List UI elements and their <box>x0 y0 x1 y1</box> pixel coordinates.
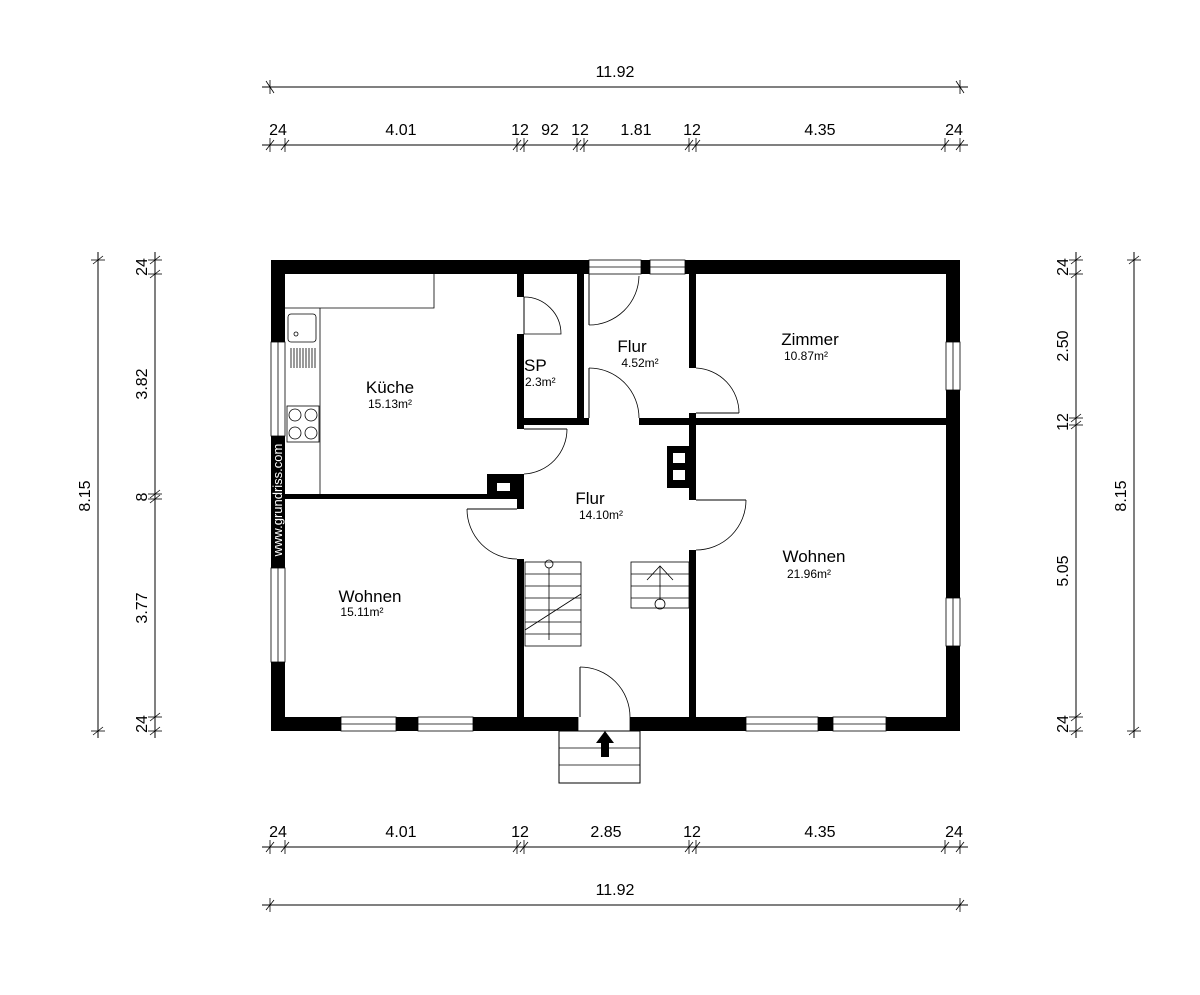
right-seg-2: 12 <box>1055 413 1072 431</box>
top-dimension-segments: 24 4.01 12 92 12 1.81 12 4.35 24 <box>262 122 968 152</box>
room-wohnen-left-area: 15.11m² <box>340 605 383 619</box>
right-seg-1: 2.50 <box>1055 330 1072 361</box>
kitchen-counter <box>285 274 435 494</box>
room-flur-upper: Flur 4.52m² <box>617 337 658 370</box>
bottom-total-label: 11.92 <box>596 882 635 899</box>
entrance-steps <box>558 730 641 784</box>
room-wohnen-right-name: Wohnen <box>782 547 845 566</box>
top-seg-3: 92 <box>541 122 559 139</box>
top-seg-2: 12 <box>511 122 529 139</box>
top-seg-6: 12 <box>683 122 701 139</box>
room-zimmer-area: 10.87m² <box>784 349 828 363</box>
room-kueche: Küche 15.13m² <box>366 378 414 411</box>
bottom-seg-2: 12 <box>511 824 529 841</box>
room-wohnen-left-name: Wohnen <box>338 587 401 606</box>
room-flur-upper-area: 4.52m² <box>621 356 658 370</box>
door-wohnen-left <box>466 508 524 560</box>
room-zimmer: Zimmer 10.87m² <box>781 330 839 363</box>
top-seg-8: 24 <box>945 122 963 139</box>
room-flur-main-area: 14.10m² <box>579 508 623 522</box>
room-sp-name: SP <box>524 356 547 375</box>
room-sp-area: 2.3m² <box>525 375 556 389</box>
top-dimension-total: 11.92 <box>262 64 968 94</box>
sink-icon <box>287 313 317 368</box>
stairs-down <box>524 559 582 647</box>
room-wohnen-left: Wohnen 15.11m² <box>338 587 401 619</box>
stairs-up <box>630 561 690 610</box>
bottom-seg-4: 12 <box>683 824 701 841</box>
room-kueche-name: Küche <box>366 378 414 397</box>
window-right-zimmer <box>945 341 961 391</box>
room-wohnen-right: Wohnen 21.96m² <box>782 547 845 581</box>
door-flur-upper-bottom <box>588 367 640 425</box>
top-seg-0: 24 <box>269 122 287 139</box>
bottom-dimension-total: 11.92 <box>262 882 968 912</box>
right-dimension-segments: 24 2.50 12 5.05 24 <box>1055 252 1083 738</box>
room-kueche-area: 15.13m² <box>368 397 412 411</box>
door-zimmer <box>689 367 740 414</box>
left-seg-0: 24 <box>134 258 151 276</box>
window-bottom-3 <box>745 716 819 732</box>
left-seg-2: 8 <box>134 492 151 501</box>
window-left-kueche <box>270 341 286 437</box>
stove-icon <box>286 405 320 443</box>
right-seg-4: 24 <box>1055 715 1072 733</box>
windows <box>270 259 961 732</box>
walls <box>271 260 960 731</box>
top-total-label: 11.92 <box>596 64 635 81</box>
entrance-arrow-icon <box>596 731 614 757</box>
window-bottom-1 <box>340 716 397 732</box>
top-seg-7: 4.35 <box>804 122 835 139</box>
room-flur-main: Flur 14.10m² <box>575 489 623 522</box>
right-total-label: 8.15 <box>1113 480 1130 511</box>
window-bottom-2 <box>417 716 474 732</box>
left-total-label: 8.15 <box>77 480 94 511</box>
top-seg-1: 4.01 <box>385 122 416 139</box>
room-flur-upper-name: Flur <box>617 337 647 356</box>
left-dimension-total: 8.15 <box>77 252 105 738</box>
left-seg-3: 3.77 <box>134 592 151 623</box>
door-flur-kueche <box>517 428 568 475</box>
bottom-seg-1: 4.01 <box>385 824 416 841</box>
top-seg-4: 12 <box>571 122 589 139</box>
room-wohnen-right-area: 21.96m² <box>787 567 831 581</box>
right-dimension-total: 8.15 <box>1113 252 1141 738</box>
top-seg-5: 1.81 <box>620 122 651 139</box>
room-flur-main-name: Flur <box>575 489 605 508</box>
doors <box>466 274 747 731</box>
bottom-seg-5: 4.35 <box>804 824 835 841</box>
door-sp <box>517 296 562 335</box>
bottom-seg-0: 24 <box>269 824 287 841</box>
room-sp: SP 2.3m² <box>524 356 556 389</box>
right-seg-0: 24 <box>1055 258 1072 276</box>
window-right-wohnen <box>945 597 961 647</box>
bottom-seg-3: 2.85 <box>590 824 621 841</box>
bottom-seg-6: 24 <box>945 824 963 841</box>
door-flur-upper-top <box>588 274 640 326</box>
window-bottom-4 <box>832 716 887 732</box>
watermark-text: www.grundriss.com <box>270 444 285 558</box>
door-wohnen-right <box>689 499 747 551</box>
window-top-flur <box>588 259 642 275</box>
left-seg-1: 3.82 <box>134 368 151 399</box>
door-entrance <box>577 666 631 731</box>
right-seg-3: 5.05 <box>1055 555 1072 586</box>
window-top-small <box>649 259 686 275</box>
left-dimension-segments: 24 3.82 8 3.77 24 <box>134 252 162 738</box>
bottom-dimension-segments: 24 4.01 12 2.85 12 4.35 24 <box>262 824 968 854</box>
room-zimmer-name: Zimmer <box>781 330 839 349</box>
left-seg-4: 24 <box>134 715 151 733</box>
window-left-wohnen <box>270 567 286 663</box>
